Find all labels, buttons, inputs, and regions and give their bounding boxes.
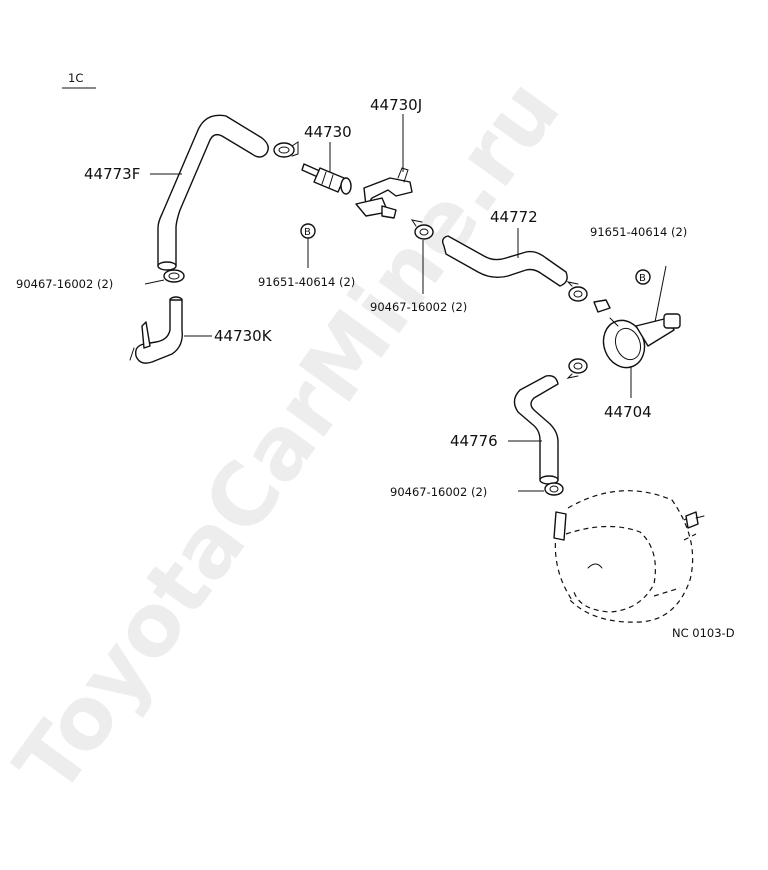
label-90467-upper-left: 90467-16002 (2) (16, 277, 113, 291)
label-44776: 44776 (450, 432, 498, 450)
label-90467-middle: 90467-16002 (2) (370, 300, 467, 314)
leader-91651-right (654, 265, 667, 323)
label-44773f: 44773F (84, 165, 140, 183)
clamp-hose-44776-top[interactable] (566, 358, 588, 379)
clamp-lower[interactable] (544, 482, 564, 496)
clamp-upper-hose-end[interactable] (273, 141, 299, 158)
leader-90467-upper-left (144, 279, 165, 285)
label-90467-lower: 90467-16002 (2) (390, 485, 487, 499)
hose-44773f[interactable] (157, 114, 269, 271)
clip-symbol-left-letter: B (304, 227, 311, 238)
label-44730j: 44730J (370, 96, 422, 114)
brake-booster-outline (553, 490, 705, 623)
label-91651-right: 91651-40614 (2) (590, 225, 687, 239)
hose-44776[interactable] (513, 374, 559, 485)
figure-code: NC 0103-D (672, 626, 735, 640)
label-91651-left: 91651-40614 (2) (258, 275, 355, 289)
label-44730k: 44730K (214, 327, 273, 345)
connector-44730[interactable] (301, 163, 352, 195)
label-44730: 44730 (304, 123, 352, 141)
label-44772: 44772 (490, 208, 538, 226)
clip-symbol-left: B (300, 223, 316, 239)
clamp-valve-top[interactable] (566, 281, 588, 302)
clamp-upper-left[interactable] (163, 269, 185, 283)
bracket-44730j[interactable] (355, 167, 413, 219)
pipe-44730k[interactable] (129, 296, 183, 364)
label-44704: 44704 (604, 403, 652, 421)
section-label: 1C (68, 71, 83, 85)
clamp-middle[interactable] (410, 219, 434, 240)
hose-44772[interactable] (441, 235, 568, 287)
clip-symbol-right: B (635, 269, 651, 285)
clip-symbol-right-letter: B (639, 273, 646, 284)
valve-44704[interactable] (593, 299, 681, 373)
